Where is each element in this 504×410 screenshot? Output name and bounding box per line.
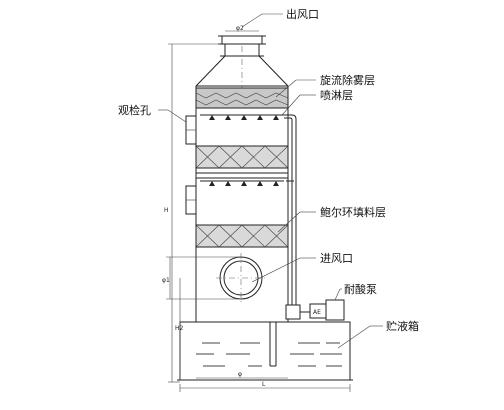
tank-label: 贮液箱 (386, 319, 419, 333)
outlet-label: 出风口 (286, 7, 319, 21)
inlet-diameter-label: φ1 (162, 277, 170, 284)
upper-packing-bed (195, 145, 289, 169)
acid-resistant-pump: AE (309, 299, 345, 321)
dimension-lines: H H2 φ L (164, 43, 351, 392)
leader-lines (158, 13, 383, 349)
svg-text:AE: AE (313, 309, 321, 316)
lower-spray-nozzles (200, 180, 284, 186)
outlet-duct: φ2 (218, 25, 266, 57)
total-height-label: H (164, 207, 169, 214)
outlet-diameter-label: φ2 (236, 25, 244, 32)
tower-diameter-label: φ (238, 371, 242, 378)
tower-body (195, 86, 289, 322)
mist-layer-label: 旋流除雾层 (320, 73, 375, 87)
packing-layer-label: 鲍尔环填料层 (320, 205, 386, 219)
inspection-hole-label: 观检孔 (118, 103, 151, 117)
mist-eliminator-layer (195, 87, 289, 109)
inlet-height-label: H2 (175, 325, 184, 332)
lower-inspection-hole (185, 185, 197, 215)
overall-length-label: L (262, 381, 266, 388)
spray-layer-label: 喷淋层 (320, 89, 353, 102)
air-inlet: φ1 (162, 253, 266, 303)
upper-spray-nozzles (200, 114, 284, 120)
inlet-label: 进风口 (320, 252, 353, 265)
liquid-storage-tank (177, 321, 353, 381)
lower-packing-bed (195, 224, 289, 248)
upper-inspection-hole (185, 115, 197, 145)
pump-label: 耐酸泵 (344, 282, 377, 296)
recirculation-pipe (284, 114, 310, 320)
